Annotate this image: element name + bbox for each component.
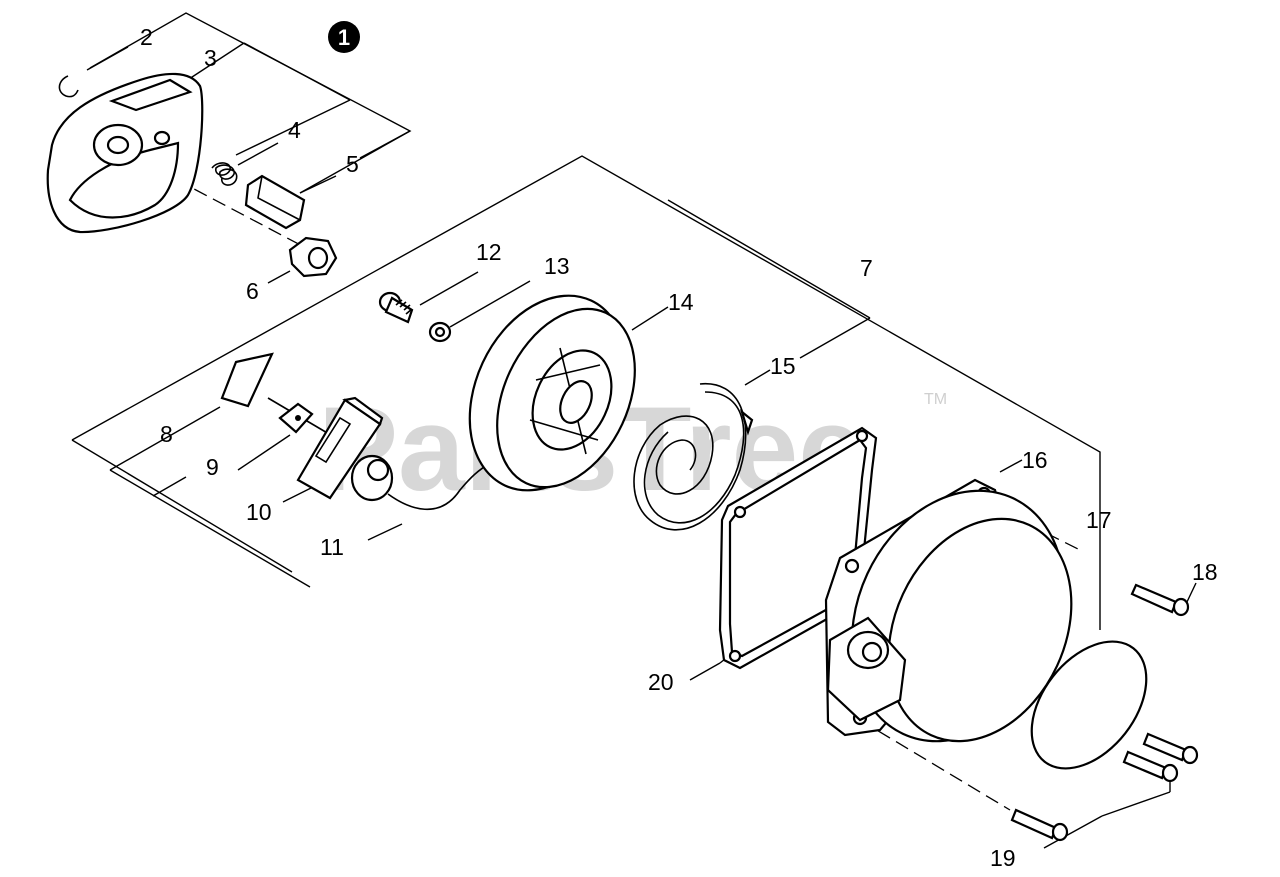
callout-11: 11 bbox=[320, 534, 344, 560]
callout-8: 8 bbox=[160, 421, 173, 447]
assembly-marker-number: 1 bbox=[338, 25, 350, 50]
part-6-nut bbox=[288, 236, 338, 278]
part-12-screw bbox=[378, 291, 414, 324]
assembly-marker: 1 bbox=[328, 21, 360, 53]
callout-labels: 2 3 4 5 6 7 8 9 10 11 12 13 14 15 16 17 … bbox=[140, 24, 1218, 871]
part-15-spring bbox=[633, 383, 754, 531]
part-10-grip bbox=[296, 396, 384, 500]
watermark-trademark: TM bbox=[924, 391, 947, 408]
callout-2: 2 bbox=[140, 24, 153, 50]
callout-4: 4 bbox=[288, 117, 301, 143]
callout-9: 9 bbox=[206, 454, 219, 480]
callout-15: 15 bbox=[770, 353, 796, 379]
callout-3: 3 bbox=[204, 45, 217, 71]
part-13-washer bbox=[428, 321, 452, 343]
callout-18: 18 bbox=[1192, 559, 1218, 585]
part-4-spring bbox=[211, 162, 238, 186]
callout-10: 10 bbox=[246, 499, 272, 525]
part-16-housing bbox=[824, 478, 1073, 743]
part-5-block bbox=[244, 174, 306, 230]
callout-6: 6 bbox=[246, 278, 259, 304]
part-19-screws bbox=[1010, 732, 1199, 842]
part-3-handle bbox=[46, 72, 204, 234]
part-8-pad bbox=[220, 352, 274, 408]
part-11-rope bbox=[350, 454, 493, 511]
part-18-screw bbox=[1130, 583, 1190, 617]
callout-16: 16 bbox=[1022, 447, 1048, 473]
part-17-disc bbox=[1030, 640, 1148, 770]
callout-5: 5 bbox=[346, 151, 359, 177]
callout-20: 20 bbox=[648, 669, 674, 695]
part-2-clip bbox=[58, 75, 79, 98]
part-14-reel bbox=[468, 294, 636, 492]
callout-7: 7 bbox=[860, 255, 873, 281]
callout-13: 13 bbox=[544, 253, 570, 279]
callout-17: 17 bbox=[1086, 507, 1112, 533]
callout-14: 14 bbox=[668, 289, 694, 315]
leader-lines bbox=[86, 42, 1197, 849]
callout-12: 12 bbox=[476, 239, 502, 265]
callout-19: 19 bbox=[990, 845, 1016, 871]
